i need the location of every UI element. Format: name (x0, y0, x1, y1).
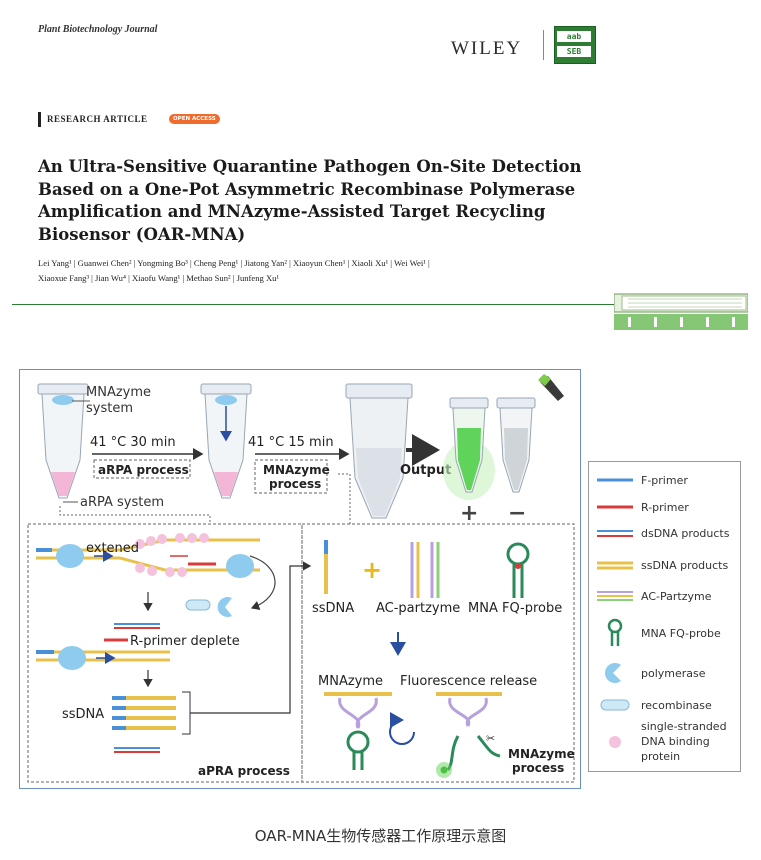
negative-sign: − (508, 501, 526, 526)
dsdna-product-small (114, 623, 160, 629)
step-1-name: aRPA process (98, 463, 189, 477)
legend-label-polymerase: polymerase (641, 667, 706, 680)
society-logo-top: aab (557, 31, 591, 42)
plus-sign: + (362, 556, 382, 584)
arpa-process-label: aPRA process (198, 764, 290, 778)
legend-dsdna-swatch (597, 530, 633, 537)
article-type-bar (38, 112, 41, 127)
svg-text:✂: ✂ (486, 732, 495, 745)
legend-label-ssb-1: single-stranded (641, 720, 727, 733)
step-1-condition: 41 °C 30 min (90, 435, 176, 450)
fluorescence-release-label: Fluorescence release (400, 674, 537, 689)
legend-probe-swatch (607, 618, 623, 646)
society-logo-bottom: SEB (557, 46, 591, 57)
step-2-box (254, 459, 328, 494)
article-type: RESEARCH ARTICLE (47, 114, 148, 124)
legend-label-fprimer: F-primer (641, 474, 688, 487)
mnazyme-system-label-2: system (86, 401, 133, 416)
figure-caption: OAR-MNA生物传感器工作原理示意图 (254, 827, 507, 845)
ac-partzyme-shape (410, 542, 440, 598)
book-icon (614, 293, 748, 330)
schematic-figure: MNAzyme system aRPA system 41 °C 30 min … (19, 369, 581, 789)
mna-probe-label: MNA FQ-probe (468, 601, 562, 616)
figure-legend: F-primer R-primer dsDNA products ssDNA p… (588, 461, 741, 772)
legend-label-recombinase: recombinase (641, 699, 712, 712)
legend-acpartzyme-swatch (597, 591, 633, 601)
step-2-name-1: MNAzyme (263, 463, 330, 477)
mnazyme-label: MNAzyme (318, 674, 383, 689)
recycle-arrow (249, 555, 276, 610)
society-logo: aab SEB (554, 26, 596, 64)
mna-probe-shape (506, 542, 530, 598)
mnazyme-complex (324, 692, 392, 770)
fluorescence-complex: ✂ (436, 692, 502, 778)
dsdna-extension (36, 533, 260, 578)
dsdna-depletion (36, 638, 170, 670)
legend-label-acpartzyme: AC-Partzyme (641, 590, 712, 603)
connector-2 (338, 473, 351, 524)
recombinase-shape (185, 599, 211, 611)
legend-polymerase-swatch (605, 663, 621, 683)
logo-divider (543, 30, 544, 60)
legend-label-ssb-3: protein (641, 750, 680, 763)
author-line-1: Lei Yang¹ | Guanwei Chen² | Yongming Bo³… (38, 258, 430, 268)
mnazyme-process-label-2: process (512, 761, 564, 775)
schematic-svg: MNAzyme system aRPA system 41 °C 30 min … (27, 374, 575, 783)
mnazyme-region (301, 523, 575, 783)
legend-label-ssb-2: DNA binding (641, 735, 710, 748)
author-line-2: Xiaoxue Fang³ | Jian Wu⁴ | Xiaofu Wang¹ … (38, 273, 280, 283)
legend-ssdna-swatch (597, 561, 633, 570)
author-list: Lei Yang¹ | Guanwei Chen² | Yongming Bo³… (38, 256, 598, 286)
ssdna-left-label: ssDNA (62, 707, 104, 722)
journal-name: Plant Biotechnology Journal (38, 24, 158, 35)
negative-tube (496, 397, 536, 493)
ac-partzyme-label: AC-partzyme (376, 601, 460, 616)
open-access-badge: OPEN ACCESS (169, 114, 220, 124)
legend-ssb-swatch (609, 736, 621, 748)
ssdna-stack (112, 691, 191, 753)
cycle-arrow (389, 712, 415, 745)
legend-label-ssdna: ssDNA products (641, 559, 728, 572)
polymerase-shape (217, 597, 232, 617)
rprimer-deplete-label: R-primer deplete (130, 634, 240, 649)
legend-label-dsdna: dsDNA products (641, 527, 730, 540)
ssdna-transfer-arrow (190, 561, 312, 714)
extended-label: extened (86, 541, 139, 556)
connector-1 (59, 506, 211, 524)
legend-label-probe: MNA FQ-probe (641, 627, 721, 640)
legend-svg: F-primer R-primer dsDNA products ssDNA p… (597, 474, 730, 763)
arpa-system-label: aRPA system (80, 495, 164, 510)
article-title: An Ultra-Sensitive Quarantine Pathogen O… (38, 157, 582, 244)
publisher-logo: WILEY (451, 38, 523, 59)
tube-1 (37, 383, 89, 499)
step-2-condition: 41 °C 15 min (248, 435, 334, 450)
positive-sign: + (460, 501, 478, 526)
mnazyme-system-label: MNAzyme (86, 385, 151, 400)
step-1-box (93, 459, 191, 479)
header-rule (12, 304, 626, 305)
step-2-name-2: process (269, 477, 321, 491)
positive-tube (443, 397, 495, 500)
legend-recombinase-swatch (600, 699, 630, 711)
tube-2 (200, 383, 252, 499)
tube-3 (345, 383, 413, 519)
output-label: Output (400, 463, 451, 478)
legend-label-rprimer: R-primer (641, 501, 689, 514)
ssdna-right-label: ssDNA (312, 601, 354, 616)
mnazyme-process-label-1: MNAzyme (508, 747, 575, 761)
flashlight-icon (538, 374, 564, 401)
